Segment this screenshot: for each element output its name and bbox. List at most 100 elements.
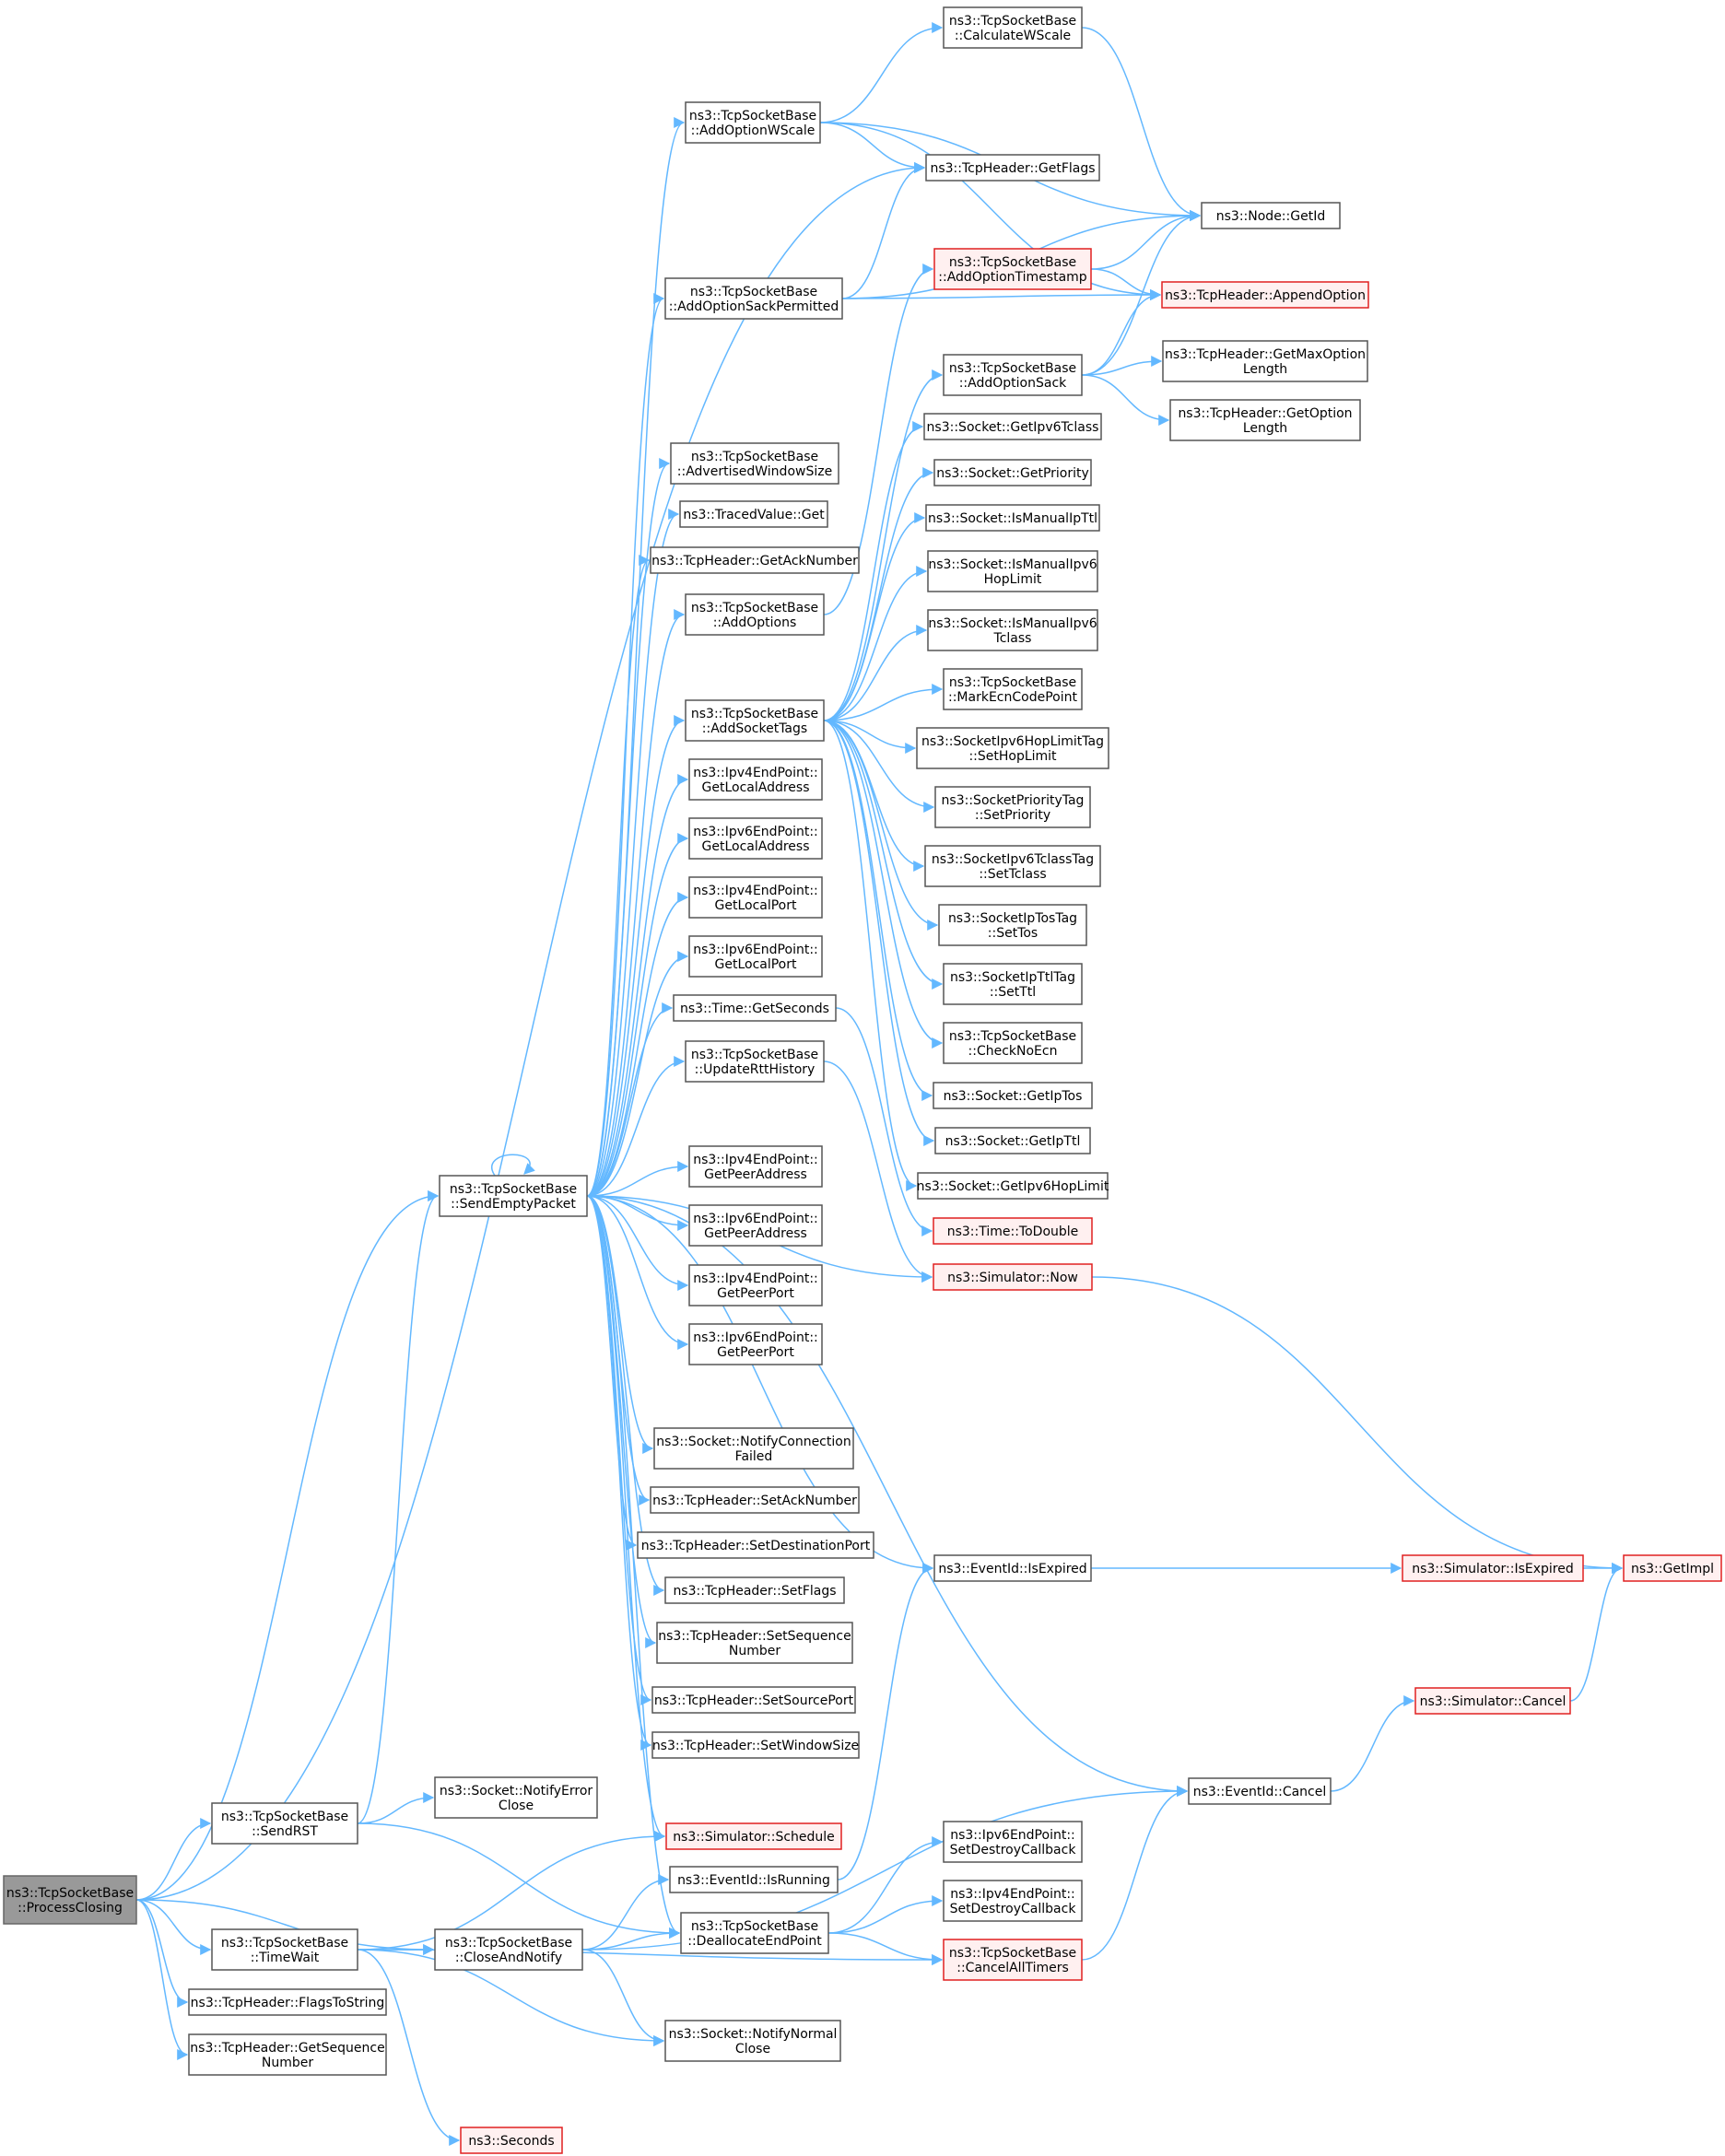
node-box: [685, 593, 825, 636]
node-time-wait[interactable]: ns3::TcpSocketBase::TimeWait: [211, 1928, 358, 1971]
node-add-option-wscale[interactable]: ns3::TcpSocketBase::AddOptionWScale: [685, 101, 821, 144]
node-get-impl[interactable]: ns3::GetImpl: [1623, 1554, 1722, 1582]
node-simulator-now[interactable]: ns3::Simulator::Now: [933, 1263, 1093, 1291]
node-simulator-schedule[interactable]: ns3::Simulator::Schedule: [665, 1822, 842, 1850]
edge-line: [586, 1056, 686, 1197]
node-flags-to-string[interactable]: ns3::TcpHeader::FlagsToString: [188, 1988, 387, 2016]
node-append-option[interactable]: ns3::TcpHeader::AppendOption: [1161, 281, 1369, 309]
node-add-socket-tags[interactable]: ns3::TcpSocketBase::AddSocketTags: [685, 699, 825, 742]
node-time-to-double[interactable]: ns3::Time::ToDouble: [933, 1217, 1093, 1245]
node-get-ipv6-hop-limit[interactable]: ns3::Socket::GetIpv6HopLimit: [917, 1172, 1109, 1200]
node-set-window-size[interactable]: ns3::TcpHeader::SetWindowSize: [651, 1731, 860, 1759]
edge-line: [819, 122, 1162, 300]
node-ipv4-get-peer-port[interactable]: ns3::Ipv4EndPoint::GetPeerPort: [688, 1264, 823, 1306]
node-box: [688, 935, 823, 978]
edge-line: [586, 1195, 657, 1648]
edge-line: [827, 1836, 944, 1934]
node-update-rtt-history[interactable]: ns3::TcpSocketBase::UpdateRttHistory: [685, 1040, 825, 1083]
node-box: [1402, 1554, 1584, 1582]
node-send-rst[interactable]: ns3::TcpSocketBase::SendRST: [211, 1802, 358, 1845]
node-seconds[interactable]: ns3::Seconds: [460, 2127, 563, 2154]
node-set-tclass[interactable]: ns3::SocketIpv6TclassTag::SetTclass: [924, 845, 1101, 887]
node-set-ttl[interactable]: ns3::SocketIpTtlTag::SetTtl: [943, 963, 1083, 1005]
node-add-option-sack-permitted[interactable]: ns3::TcpSocketBase::AddOptionSackPermitt…: [664, 277, 843, 320]
node-mark-ecn-code-point[interactable]: ns3::TcpSocketBase::MarkEcnCodePoint: [943, 668, 1083, 710]
edge-line: [1081, 27, 1202, 221]
node-get-priority[interactable]: ns3::Socket::GetPriority: [933, 459, 1092, 486]
node-add-option-timestamp[interactable]: ns3::TcpSocketBase::AddOptionTimestamp: [933, 248, 1092, 290]
node-get-ack-number[interactable]: ns3::TcpHeader::GetAckNumber: [650, 546, 860, 574]
node-add-options[interactable]: ns3::TcpSocketBase::AddOptions: [685, 593, 825, 636]
node-set-source-port[interactable]: ns3::TcpHeader::SetSourcePort: [651, 1686, 856, 1714]
edge-send-empty-packet-to-set-sequence-number: [586, 1195, 657, 1648]
node-ipv6-get-local-port[interactable]: ns3::Ipv6EndPoint::GetLocalPort: [688, 935, 823, 978]
node-set-flags[interactable]: ns3::TcpHeader::SetFlags: [664, 1576, 845, 1604]
node-close-and-notify[interactable]: ns3::TcpSocketBase::CloseAndNotify: [434, 1928, 583, 1971]
edge-process-closing-to-send-rst: [135, 1818, 212, 1901]
node-get-ip-tos[interactable]: ns3::Socket::GetIpTos: [933, 1082, 1093, 1109]
node-simulator-cancel[interactable]: ns3::Simulator::Cancel: [1414, 1687, 1571, 1715]
edge-add-socket-tags-to-set-hop-limit: [823, 720, 917, 754]
node-label-line: ns3::TcpHeader::GetAckNumber: [651, 554, 858, 568]
node-event-is-running[interactable]: ns3::EventId::IsRunning: [669, 1866, 839, 1893]
node-event-is-expired[interactable]: ns3::EventId::IsExpired: [933, 1554, 1092, 1582]
node-event-cancel[interactable]: ns3::EventId::Cancel: [1188, 1777, 1332, 1805]
node-calculate-wscale[interactable]: ns3::TcpSocketBase::CalculateWScale: [943, 6, 1083, 49]
node-ipv4-get-local-address[interactable]: ns3::Ipv4EndPoint::GetLocalAddress: [688, 758, 823, 801]
node-set-priority[interactable]: ns3::SocketPriorityTag::SetPriority: [934, 786, 1091, 828]
node-node-get-id[interactable]: ns3::Node::GetId: [1201, 202, 1341, 229]
edge-add-socket-tags-to-mark-ecn-code-point: [823, 684, 944, 721]
node-ipv6-set-destroy-callback[interactable]: ns3::Ipv6EndPoint::SetDestroyCallback: [943, 1821, 1083, 1863]
node-time-get-seconds[interactable]: ns3::Time::GetSeconds: [673, 994, 837, 1022]
node-add-option-sack[interactable]: ns3::TcpSocketBase::AddOptionSack: [943, 354, 1083, 396]
node-process-closing[interactable]: ns3::TcpSocketBase::ProcessClosing: [3, 1875, 137, 1925]
node-ipv6-get-peer-address[interactable]: ns3::Ipv6EndPoint::GetPeerAddress: [688, 1204, 823, 1247]
edge-add-socket-tags-to-is-manual-ipv6-tclass: [823, 625, 928, 721]
node-send-empty-packet[interactable]: ns3::TcpSocketBase::SendEmptyPacket: [439, 1175, 588, 1217]
node-get-ipv6-tclass[interactable]: ns3::Socket::GetIpv6Tclass: [923, 413, 1102, 440]
edge-process-closing-to-get-sequence-number: [135, 1899, 189, 2060]
node-box: [943, 354, 1083, 396]
node-ipv4-get-local-port[interactable]: ns3::Ipv4EndPoint::GetLocalPort: [688, 876, 823, 919]
node-set-destination-port[interactable]: ns3::TcpHeader::SetDestinationPort: [637, 1531, 874, 1559]
node-get-flags[interactable]: ns3::TcpHeader::GetFlags: [925, 154, 1100, 182]
node-check-no-ecn[interactable]: ns3::TcpSocketBase::CheckNoEcn: [943, 1022, 1083, 1064]
edge-line: [841, 162, 926, 299]
node-is-manual-ip-ttl[interactable]: ns3::Socket::IsManualIpTtl: [925, 504, 1100, 532]
edge-event-is-running-to-event-is-expired: [837, 1563, 934, 1881]
node-deallocate-end-point[interactable]: ns3::TcpSocketBase::DeallocateEndPoint: [680, 1912, 829, 1954]
edge-line: [357, 1822, 681, 1939]
node-set-hop-limit[interactable]: ns3::SocketIpv6HopLimitTag::SetHopLimit: [916, 727, 1109, 769]
edge-line: [586, 555, 651, 1197]
node-label-line: Number: [262, 2056, 313, 2070]
edge-line: [823, 720, 925, 872]
node-label-line: Failed: [735, 1449, 773, 1464]
node-advertised-window-size[interactable]: ns3::TcpSocketBase::AdvertisedWindowSize: [670, 442, 839, 485]
node-cancel-all-timers[interactable]: ns3::TcpSocketBase::CancelAllTimers: [943, 1939, 1083, 1981]
node-ipv4-set-destroy-callback[interactable]: ns3::Ipv4EndPoint::SetDestroyCallback: [943, 1880, 1083, 1922]
node-simulator-is-expired[interactable]: ns3::Simulator::IsExpired: [1402, 1554, 1584, 1582]
node-label-line: ::CancelAllTimers: [956, 1961, 1069, 1975]
node-box: [685, 699, 825, 742]
node-set-tos[interactable]: ns3::SocketIpTosTag::SetTos: [938, 904, 1087, 946]
edge-add-socket-tags-to-get-ip-ttl: [823, 720, 935, 1146]
node-ipv6-get-local-address[interactable]: ns3::Ipv6EndPoint::GetLocalAddress: [688, 817, 823, 860]
node-set-ack-number[interactable]: ns3::TcpHeader::SetAckNumber: [650, 1486, 860, 1514]
node-traced-value-get[interactable]: ns3::TracedValue::Get: [679, 500, 828, 528]
node-ipv6-get-peer-port[interactable]: ns3::Ipv6EndPoint::GetPeerPort: [688, 1323, 823, 1365]
node-label-line: ::SetTtl: [990, 985, 1036, 1000]
node-get-ip-ttl[interactable]: ns3::Socket::GetIpTtl: [934, 1127, 1091, 1154]
node-box: [650, 546, 860, 574]
edge-add-option-wscale-to-calculate-wscale: [819, 22, 944, 123]
node-ipv4-get-peer-address[interactable]: ns3::Ipv4EndPoint::GetPeerAddress: [688, 1145, 823, 1188]
node-label-line: ::CloseAndNotify: [455, 1951, 562, 1965]
